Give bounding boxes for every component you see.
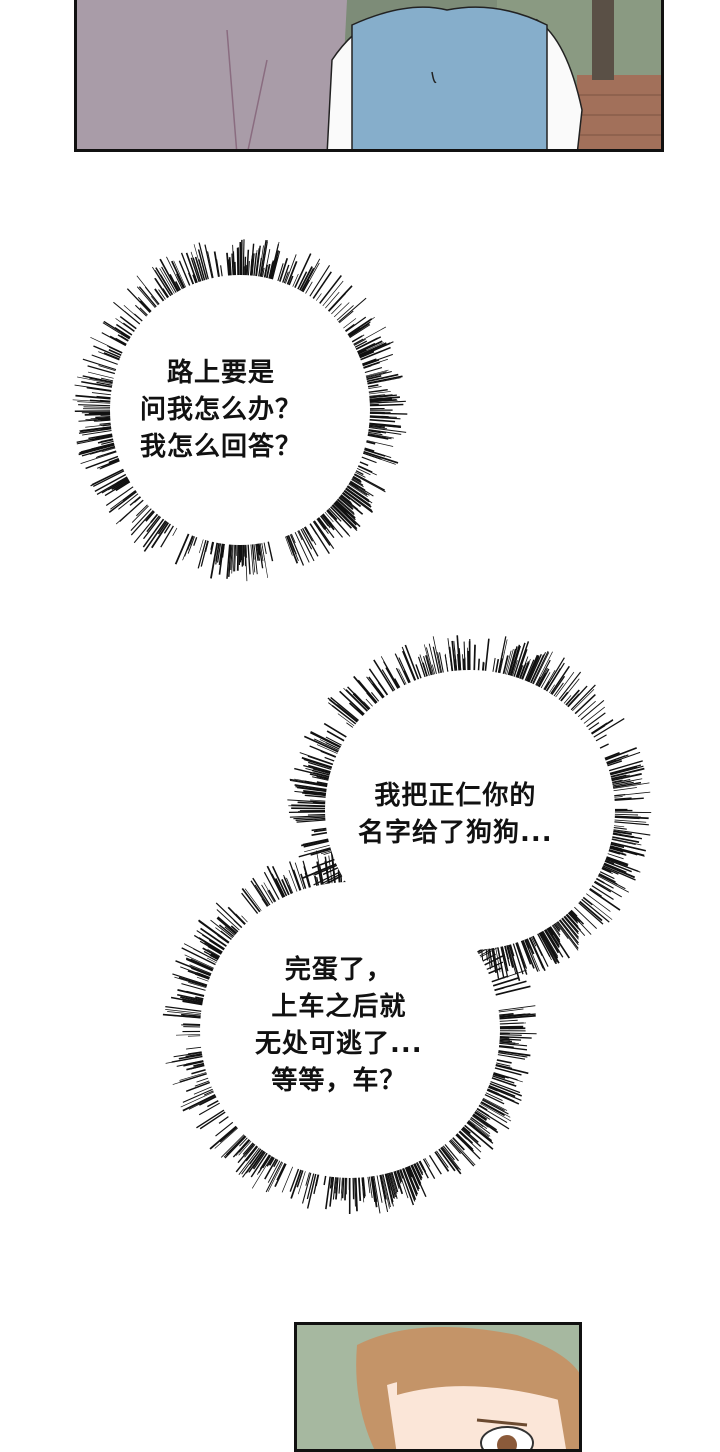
text-line: 等等，车？ [255, 1063, 423, 1100]
text-line: 问我怎么办？ [140, 392, 302, 429]
text-line: 上车之后就 [255, 989, 423, 1026]
thought-bubble-2-text: 我把正仁你的名字给了狗狗... [358, 778, 553, 852]
text-line: 名字给了狗狗... [358, 815, 553, 852]
text-line: 完蛋了， [255, 952, 423, 989]
thought-bubble-3-text: 完蛋了，上车之后就无处可逃了...等等，车？ [255, 952, 423, 1100]
text-line: 无处可逃了... [255, 1026, 423, 1063]
text-line: 路上要是 [140, 355, 302, 392]
thought-bubble-1-text: 路上要是问我怎么办？我怎么回答？ [140, 355, 302, 466]
text-line: 我把正仁你的 [358, 778, 553, 815]
text-line: 我怎么回答？ [140, 429, 302, 466]
